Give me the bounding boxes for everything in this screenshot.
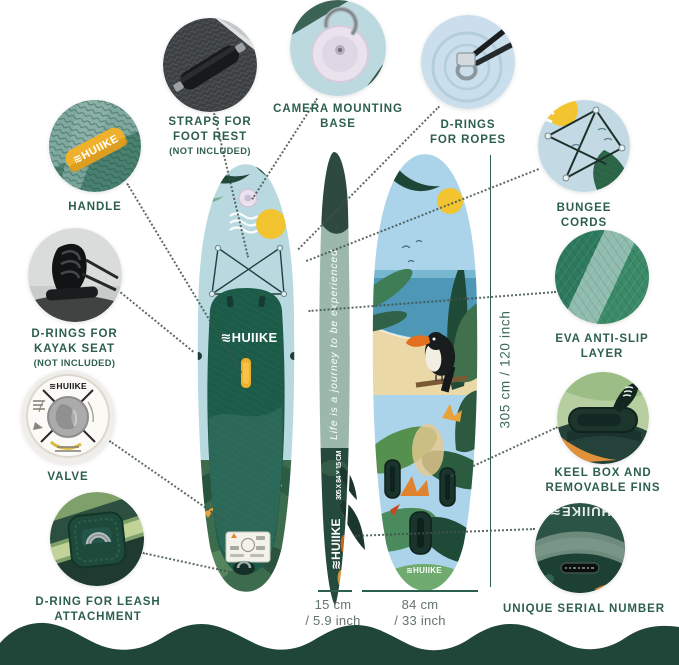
wave-logo-mark xyxy=(229,212,259,234)
side-logo-text: ≋HUIIKE xyxy=(329,518,343,570)
bungee-cords-icon xyxy=(538,100,630,192)
label-text: STRAPS FOR FOOT REST xyxy=(168,116,252,143)
callout-photo-bungee xyxy=(538,100,630,192)
callout-photo-eva-layer xyxy=(555,230,649,324)
board-side-view: Life is a journey to be experienced 305 … xyxy=(310,148,372,617)
handle-icon: ≋HUIIKE xyxy=(49,100,141,192)
callout-photo-straps xyxy=(163,18,257,112)
label-text: D-RING FOR LEASH ATTACHMENT xyxy=(35,596,161,623)
dimension-text: / 33 inch xyxy=(394,612,446,628)
leash-d-ring-icon xyxy=(50,492,144,586)
sun-art xyxy=(437,188,463,214)
callout-photo-handle: ≋HUIIKE xyxy=(49,100,141,192)
label-text: UNIQUE SERIAL NUMBER xyxy=(503,603,665,615)
fin-boxes xyxy=(384,459,456,555)
callout-label-keel: KEEL BOX AND REMOVABLE FINS xyxy=(538,466,668,496)
side-dims-text: 305 X 84 X 15 CM xyxy=(336,450,343,500)
board-bottom-view: ≋HUIIKE xyxy=(366,150,484,605)
dimension-text: 305 cm / 120 inch xyxy=(497,310,513,429)
eva-texture-icon xyxy=(555,230,649,324)
camera-mount-icon xyxy=(290,0,386,96)
callout-photo-camera-base xyxy=(290,0,386,96)
dimension-text: 15 cm xyxy=(314,597,352,612)
callout-label-bungee: BUNGEE CORDS xyxy=(539,201,629,231)
label-text: D-RINGS FOR KAYAK SEAT xyxy=(31,328,118,355)
callout-label-leash: D-RING FOR LEASH ATTACHMENT xyxy=(18,595,178,625)
deck-logo-text: ≋HUIIKE xyxy=(220,330,277,345)
label-text: EVA ANTI-SLIP LAYER xyxy=(555,333,649,360)
board-deck-view: ≋HUIIKE xyxy=(192,160,300,603)
sun-art xyxy=(256,209,286,239)
callout-photo-valve: ≋HUIIKE xyxy=(21,370,115,464)
foam-roller-icon xyxy=(163,18,257,112)
keel-box-icon xyxy=(557,372,649,464)
bottom-logo-text: ≋HUIIKE xyxy=(406,566,442,575)
label-text: HANDLE xyxy=(68,201,122,213)
valve-brand-text: ≋HUIIKE xyxy=(49,381,87,391)
callout-label-straps: STRAPS FOR FOOT REST (NOT INCLUDED) xyxy=(160,115,260,157)
toucan-art xyxy=(406,332,468,393)
callout-photo-rope-d-ring xyxy=(421,15,515,109)
side-d-ring-left xyxy=(196,352,202,360)
thickness-dimension-label: 15 cm / 5.9 inch xyxy=(293,597,373,628)
side-d-ring-right xyxy=(290,352,296,360)
width-dimension-label: 84 cm / 33 inch xyxy=(380,597,460,628)
label-text: BUNGEE CORDS xyxy=(556,202,612,229)
d-ring-icon xyxy=(421,15,515,109)
wave-decoration xyxy=(0,622,679,665)
callout-label-eva: EVA ANTI-SLIP LAYER xyxy=(542,332,662,362)
kayak-seat-icon xyxy=(28,228,122,322)
callout-label-valve: VALVE xyxy=(18,470,118,485)
valve-icon: ≋HUIIKE xyxy=(21,370,115,464)
label-text: CAMERA MOUNTING BASE xyxy=(273,103,403,130)
label-note: (NOT INCLUDED) xyxy=(169,145,251,156)
label-text: D-RINGS FOR ROPES xyxy=(429,119,506,146)
callout-photo-kayak-seat xyxy=(28,228,122,322)
side-quote-text: Life is a journey to be experienced xyxy=(328,249,340,440)
thickness-measure-line xyxy=(318,590,352,592)
serial-number-icon: HUIIKE≋ xyxy=(535,503,625,593)
callout-photo-serial-number: HUIIKE≋ xyxy=(535,503,625,593)
callout-label-kayak: D-RINGS FOR KAYAK SEAT (NOT INCLUDED) xyxy=(27,327,122,369)
callout-label-serial: UNIQUE SERIAL NUMBER xyxy=(474,602,679,617)
callout-photo-leash-d-ring xyxy=(50,492,144,586)
callout-label-camera: CAMERA MOUNTING BASE xyxy=(263,102,413,132)
length-dimension-label: 305 cm / 120 inch xyxy=(498,290,513,450)
label-text: VALVE xyxy=(47,471,89,483)
label-note: (NOT INCLUDED) xyxy=(33,357,116,368)
callout-photo-keel-box xyxy=(557,372,649,464)
deck-bungee-cords xyxy=(211,247,285,295)
length-measure-line xyxy=(490,155,491,587)
dimension-text: / 5.9 inch xyxy=(305,612,361,628)
serial-brand-text: HUIIKE≋ xyxy=(549,504,611,519)
connector-line xyxy=(116,289,194,353)
width-measure-line xyxy=(362,590,478,592)
label-text: KEEL BOX AND REMOVABLE FINS xyxy=(545,467,661,494)
callout-label-handle: HANDLE xyxy=(45,200,145,215)
warning-sticker xyxy=(225,531,271,563)
callout-label-ropes: D-RINGS FOR ROPES xyxy=(428,118,508,148)
dimension-text: 84 cm xyxy=(401,597,439,612)
